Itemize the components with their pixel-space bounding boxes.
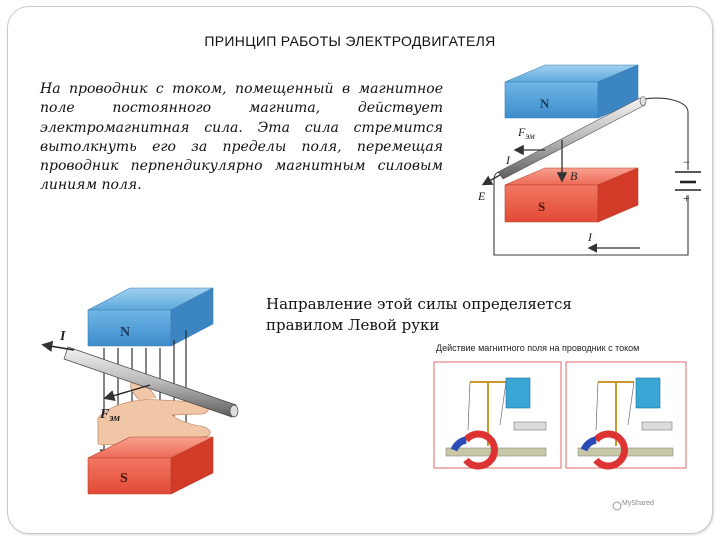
south-label: S [120,471,128,486]
north-label: N [120,325,130,340]
current-label: I [59,329,66,344]
emf-arrow [484,175,500,184]
watermark-logo-icon [613,502,621,510]
force-label: F [99,407,110,422]
svg-text:Fэм: Fэм [517,125,535,141]
force-subscript: эм [108,413,120,424]
experiment-photo-2 [566,362,686,468]
motor-diagram: N S − + Fэм I [477,65,701,255]
south-magnet: S [88,437,213,494]
battery-icon [675,172,701,190]
induction-label: B [570,169,578,183]
current-label: I [505,153,511,167]
battery-minus-label: − [683,155,690,169]
south-label: S [538,199,545,214]
circuit-current-label: I [587,230,593,244]
emf-label: E [477,189,486,203]
north-label: N [540,96,550,111]
experiment-photo-1 [434,362,561,468]
north-magnet: N [88,288,213,346]
left-hand-diagram: N I Fэм S [44,288,238,494]
force-subscript: эм [525,131,535,141]
battery-plus-label: + [683,191,690,205]
